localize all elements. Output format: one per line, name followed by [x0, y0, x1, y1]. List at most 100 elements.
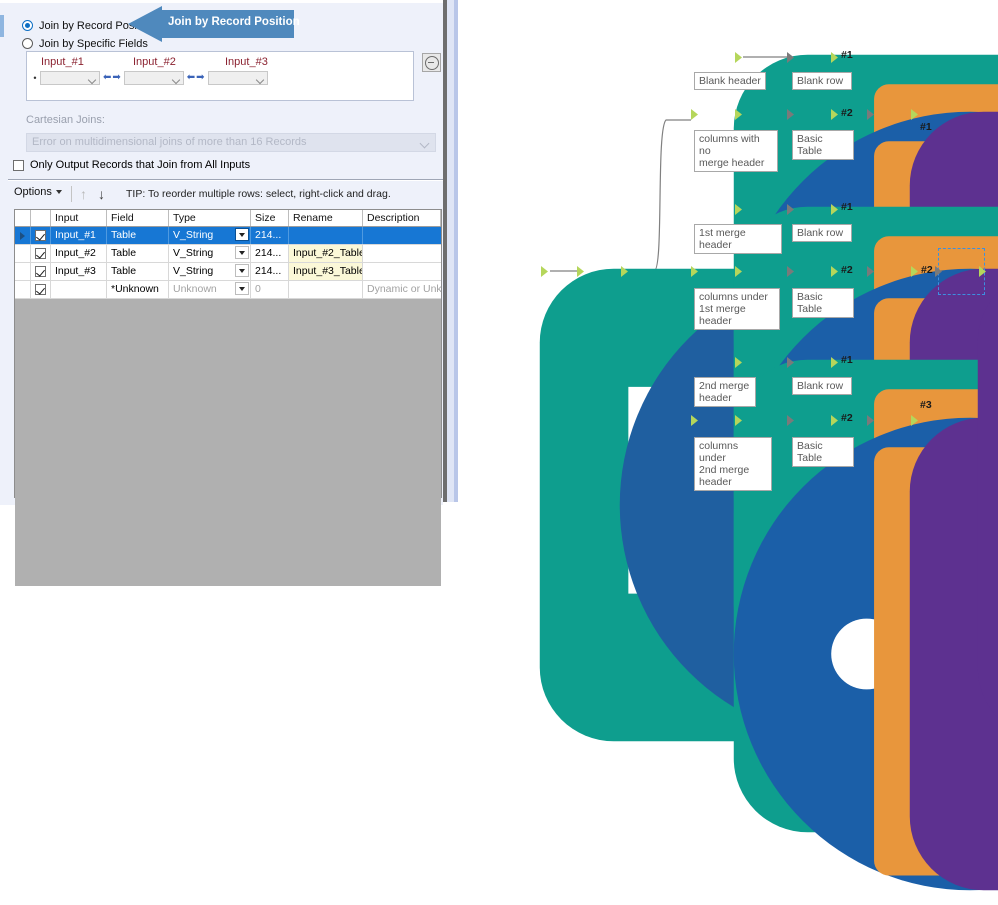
- arrow-right-icon[interactable]: ➡: [112, 71, 121, 83]
- checkbox-indicator[interactable]: [35, 230, 46, 241]
- record-id-node[interactable]: 123: [577, 254, 998, 742]
- row-selector[interactable]: [15, 281, 31, 298]
- transpose-node[interactable]: [867, 254, 998, 742]
- type-dropdown-button[interactable]: [235, 282, 249, 295]
- browse-node[interactable]: [787, 254, 998, 727]
- output-port[interactable]: [541, 266, 548, 277]
- type-dropdown-button[interactable]: [235, 264, 249, 277]
- output-port[interactable]: [621, 266, 628, 277]
- row-selector[interactable]: [15, 245, 31, 262]
- input-port[interactable]: [691, 415, 698, 426]
- row-checkbox[interactable]: [31, 245, 51, 262]
- input-port[interactable]: [787, 357, 794, 368]
- cell-type[interactable]: V_String: [169, 245, 251, 262]
- field-select-input3[interactable]: [207, 70, 268, 85]
- table-row[interactable]: Input_#2 Table V_String 214... Input_#2_…: [15, 245, 441, 263]
- input-port[interactable]: [691, 109, 698, 120]
- row-selector[interactable]: [15, 263, 31, 280]
- remove-join-row-button[interactable]: [422, 53, 441, 72]
- cell-rename[interactable]: Input_#2_Table: [289, 245, 363, 262]
- table-row[interactable]: Input_#1 Table V_String 214...: [15, 227, 441, 245]
- output-port[interactable]: [831, 204, 838, 215]
- input-port[interactable]: [867, 266, 874, 277]
- browse-node[interactable]: [787, 345, 998, 818]
- type-dropdown-button[interactable]: [235, 246, 249, 259]
- table-row[interactable]: Input_#3 Table V_String 214... Input_#3_…: [15, 263, 441, 281]
- input-port[interactable]: [867, 415, 874, 426]
- output-port[interactable]: [831, 52, 838, 63]
- output-port[interactable]: [979, 266, 986, 277]
- row-selector[interactable]: [15, 227, 31, 244]
- arrow-up-icon[interactable]: ↑: [80, 186, 87, 202]
- output-port[interactable]: [831, 415, 838, 426]
- table-row[interactable]: *Unknown Unknown 0 Dynamic or Unknown Fi…: [15, 281, 441, 299]
- cartesian-joins-select[interactable]: Error on multidimensional joins of more …: [26, 133, 436, 152]
- checkbox-indicator[interactable]: [35, 248, 46, 259]
- radio-indicator[interactable]: [22, 38, 33, 49]
- output-port[interactable]: [831, 266, 838, 277]
- filter-node[interactable]: [691, 403, 998, 891]
- cell-description[interactable]: Dynamic or Unknown Fi...: [367, 283, 441, 295]
- output-port[interactable]: [831, 109, 838, 120]
- input-port[interactable]: [787, 109, 794, 120]
- input-data-node[interactable]: [700, 40, 998, 528]
- output-port[interactable]: [735, 357, 742, 368]
- transpose-node[interactable]: [867, 97, 998, 585]
- output-port[interactable]: [735, 52, 742, 63]
- input-port[interactable]: [691, 266, 698, 277]
- input-data-node[interactable]: [506, 254, 998, 742]
- only-output-records-checkbox-row[interactable]: Only Output Records that Join from All I…: [13, 159, 250, 171]
- input-data-node[interactable]: [700, 345, 998, 833]
- swap-arrows-1[interactable]: ⬅ ➡: [103, 71, 121, 83]
- cell-description[interactable]: [363, 263, 441, 280]
- join-multiple-node[interactable]: [935, 254, 998, 719]
- cell-rename[interactable]: [289, 227, 363, 244]
- input-port[interactable]: [935, 266, 942, 277]
- filter-node[interactable]: [691, 97, 998, 585]
- cell-type[interactable]: Unknown: [169, 281, 251, 298]
- field-select-input1[interactable]: [40, 70, 100, 85]
- checkbox-indicator[interactable]: [13, 159, 24, 171]
- checkbox-indicator[interactable]: [35, 266, 46, 277]
- input-port[interactable]: [787, 415, 794, 426]
- output-port[interactable]: [911, 266, 918, 277]
- row-checkbox[interactable]: [31, 263, 51, 280]
- type-dropdown-button[interactable]: [235, 228, 249, 241]
- cell-description[interactable]: [363, 245, 441, 262]
- arrow-left-icon[interactable]: ⬅: [186, 71, 196, 83]
- transpose-node[interactable]: [867, 403, 998, 891]
- field-select-input2[interactable]: [123, 70, 184, 85]
- browse-node[interactable]: [787, 403, 998, 876]
- input-port[interactable]: [787, 204, 794, 215]
- browse-node[interactable]: [787, 97, 998, 570]
- radio-join-by-record-position[interactable]: Join by Record Position: [22, 17, 155, 34]
- input-port[interactable]: [577, 266, 584, 277]
- cell-description[interactable]: [363, 227, 441, 244]
- arrow-right-icon[interactable]: ➡: [196, 71, 205, 83]
- browse-node[interactable]: [787, 40, 998, 513]
- output-port[interactable]: [735, 204, 742, 215]
- arrow-left-icon[interactable]: ⬅: [103, 71, 112, 83]
- radio-join-by-specific-fields[interactable]: Join by Specific Fields: [22, 35, 148, 52]
- output-port[interactable]: [831, 357, 838, 368]
- browse-node[interactable]: [787, 192, 998, 665]
- output-port[interactable]: [735, 266, 742, 277]
- input-port[interactable]: [787, 266, 794, 277]
- radio-indicator[interactable]: [22, 20, 33, 31]
- cell-type[interactable]: V_String: [169, 263, 251, 280]
- output-port[interactable]: [735, 109, 742, 120]
- input-data-node[interactable]: [700, 192, 998, 680]
- cell-rename[interactable]: [289, 281, 363, 298]
- cell-rename[interactable]: Input_#3_Table: [289, 263, 363, 280]
- row-checkbox[interactable]: [31, 281, 51, 298]
- output-port[interactable]: [735, 415, 742, 426]
- panel-splitter[interactable]: [443, 0, 447, 502]
- filter-node[interactable]: [691, 254, 998, 742]
- output-port[interactable]: [911, 109, 918, 120]
- checkbox-indicator[interactable]: [35, 284, 46, 295]
- input-port[interactable]: [787, 52, 794, 63]
- cell-type[interactable]: V_String: [169, 227, 251, 244]
- input-port[interactable]: [867, 109, 874, 120]
- row-checkbox[interactable]: [31, 227, 51, 244]
- arrow-down-icon[interactable]: ↓: [98, 186, 105, 202]
